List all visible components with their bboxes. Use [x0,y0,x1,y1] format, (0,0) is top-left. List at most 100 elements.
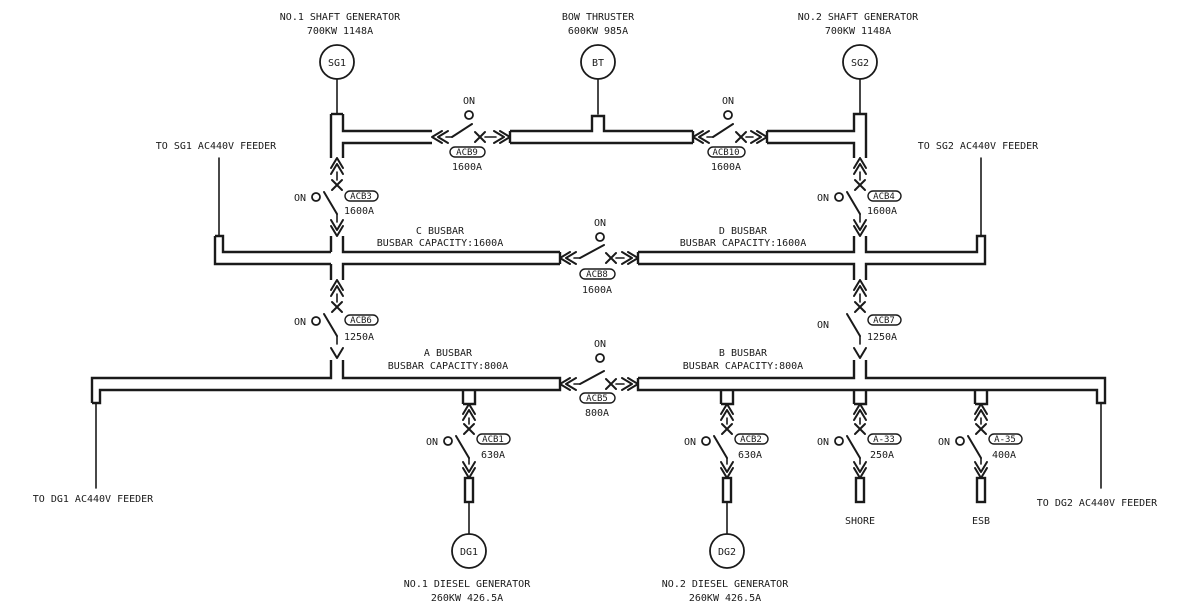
a33-bottom-terminal [853,461,867,479]
generator-dg1: DG1 NO.1 DIESEL GENERATOR 260KW 426.5A [404,533,531,604]
acb5-contact-x [605,378,617,390]
generator-bt: BOW THRUSTER 600KW 985A BT [562,12,635,80]
acb2-on-lamp [701,436,711,446]
feeder-dg1-label: TO DG1 AC440V FEEDER [33,494,154,505]
acb5-left-terminal [559,377,577,391]
acb8-tag: ACB8 [586,270,608,280]
acb4-on-lamp [834,192,844,202]
breaker-a33[interactable]: ON A-33 250A [817,403,902,479]
acb2-bottom-terminal [720,461,734,479]
d-busbar-capacity: BUSBAR CAPACITY:1600A [680,238,806,249]
acb3-bottom-terminal [330,219,344,237]
breaker-acb7[interactable]: ON ACB7 1250A [817,279,902,359]
feeder-sg2-label: TO SG2 AC440V FEEDER [918,141,1039,152]
acb8-right-terminal [621,251,639,265]
acb9-on-lamp [464,110,474,120]
acb1-contact-x [463,423,475,435]
acb2-top-terminal [720,403,734,421]
generator-bt-title: BOW THRUSTER [562,12,635,23]
acb10-blade [712,123,734,138]
acb5-on-label: ON [594,339,606,350]
acb7-contact-x [854,301,866,313]
c-busbar [329,236,562,280]
acb3-on-lamp [311,192,321,202]
acb1-rating: 630A [481,450,505,461]
a33-contact-x [854,423,866,435]
acb2-tag: ACB2 [740,435,762,445]
a35-tag-pill [988,433,1023,445]
acb2-rating: 630A [738,450,762,461]
generator-dg1-rating: 260KW 426.5A [431,593,503,604]
acb4-rating: 1600A [867,206,897,217]
acb5-on-lamp [595,353,605,363]
breaker-acb6[interactable]: ON ACB6 1250A [294,279,379,359]
generator-sg1: NO.1 SHAFT GENERATOR 700KW 1148A SG1 [280,12,401,80]
breaker-acb5[interactable]: ON ACB5 800A [559,339,639,419]
feeder-sg1-label: TO SG1 AC440V FEEDER [156,141,277,152]
generator-dg2-label: DG2 [718,547,736,558]
acb3-tag: ACB3 [350,192,372,202]
b-busbar-name: B BUSBAR [719,348,768,359]
breaker-acb2[interactable]: ON ACB2 630A [684,403,769,479]
b-bus-dropper-acb2 [719,390,735,406]
a-busbar-name: A BUSBAR [424,348,473,359]
top-bus-right [765,112,868,158]
generator-sg2-title: NO.2 SHAFT GENERATOR [798,12,919,23]
breaker-a35[interactable]: ON A-35 400A [938,403,1023,479]
breaker-acb8[interactable]: ON ACB8 1600A [559,218,639,296]
acb6-contact-x [331,301,343,313]
acb8-contact-x [605,252,617,264]
acb9-tag-pill [449,146,486,158]
acb4-on-label: ON [817,193,829,204]
acb4-contact-x [854,179,866,191]
generator-sg2-rating: 700KW 1148A [825,26,891,37]
acb4-top-terminal [853,157,867,175]
acb1-bottom-terminal [462,461,476,479]
top-bus-middle [508,114,695,145]
a33-on-lamp [834,436,844,446]
breaker-acb1[interactable]: ON ACB1 630A [426,403,511,479]
acb1-tag-pill [476,433,511,445]
acb7-tag-pill [867,314,902,326]
acb9-rating: 1600A [452,162,482,173]
acb10-on-label: ON [722,96,734,107]
breaker-acb10[interactable]: ON ACB10 1600A [692,96,768,173]
generator-bt-rating: 600KW 985A [568,26,628,37]
acb9-right-terminal [493,130,511,144]
a33-tag-pill [867,433,902,445]
dg1-cable-box [463,476,475,504]
a33-rating: 250A [870,450,894,461]
acb6-blade [323,313,338,337]
acb8-blade [579,244,605,259]
acb7-bottom-terminal [853,347,867,359]
acb2-contact-x [721,423,733,435]
b-busbar-capacity: BUSBAR CAPACITY:800A [683,361,803,372]
acb9-left-terminal [431,130,449,144]
a33-top-terminal [853,403,867,421]
generator-sg1-rating: 700KW 1148A [307,26,373,37]
c-busbar-capacity: BUSBAR CAPACITY:1600A [377,238,503,249]
a-bus-dropper-acb1 [461,390,477,406]
breaker-acb3[interactable]: ON ACB3 1600A [294,157,379,237]
breaker-acb9[interactable]: ON ACB9 1600A [431,96,511,173]
generator-dg2-circle [709,533,745,569]
acb1-on-lamp [443,436,453,446]
acb7-blade [846,313,861,337]
acb10-on-lamp [723,110,733,120]
acb1-top-terminal [462,403,476,421]
top-bus-left [329,114,432,158]
acb5-blade [579,370,605,385]
a33-on-label: ON [817,437,829,448]
feeder-dg2-label: TO DG2 AC440V FEEDER [1037,498,1158,509]
b-bus-dropper-a35 [973,390,989,406]
d-busbar-name: D BUSBAR [719,226,768,237]
acb10-tag-pill [707,146,746,158]
a35-blade [967,435,982,459]
a-busbar-capacity: BUSBAR CAPACITY:800A [388,361,508,372]
generator-bt-label: BT [592,58,604,69]
generator-dg2-rating: 260KW 426.5A [689,593,761,604]
acb4-bottom-terminal [853,219,867,237]
breaker-acb4[interactable]: ON ACB4 1600A [817,157,902,237]
acb10-contact-x [735,131,747,143]
